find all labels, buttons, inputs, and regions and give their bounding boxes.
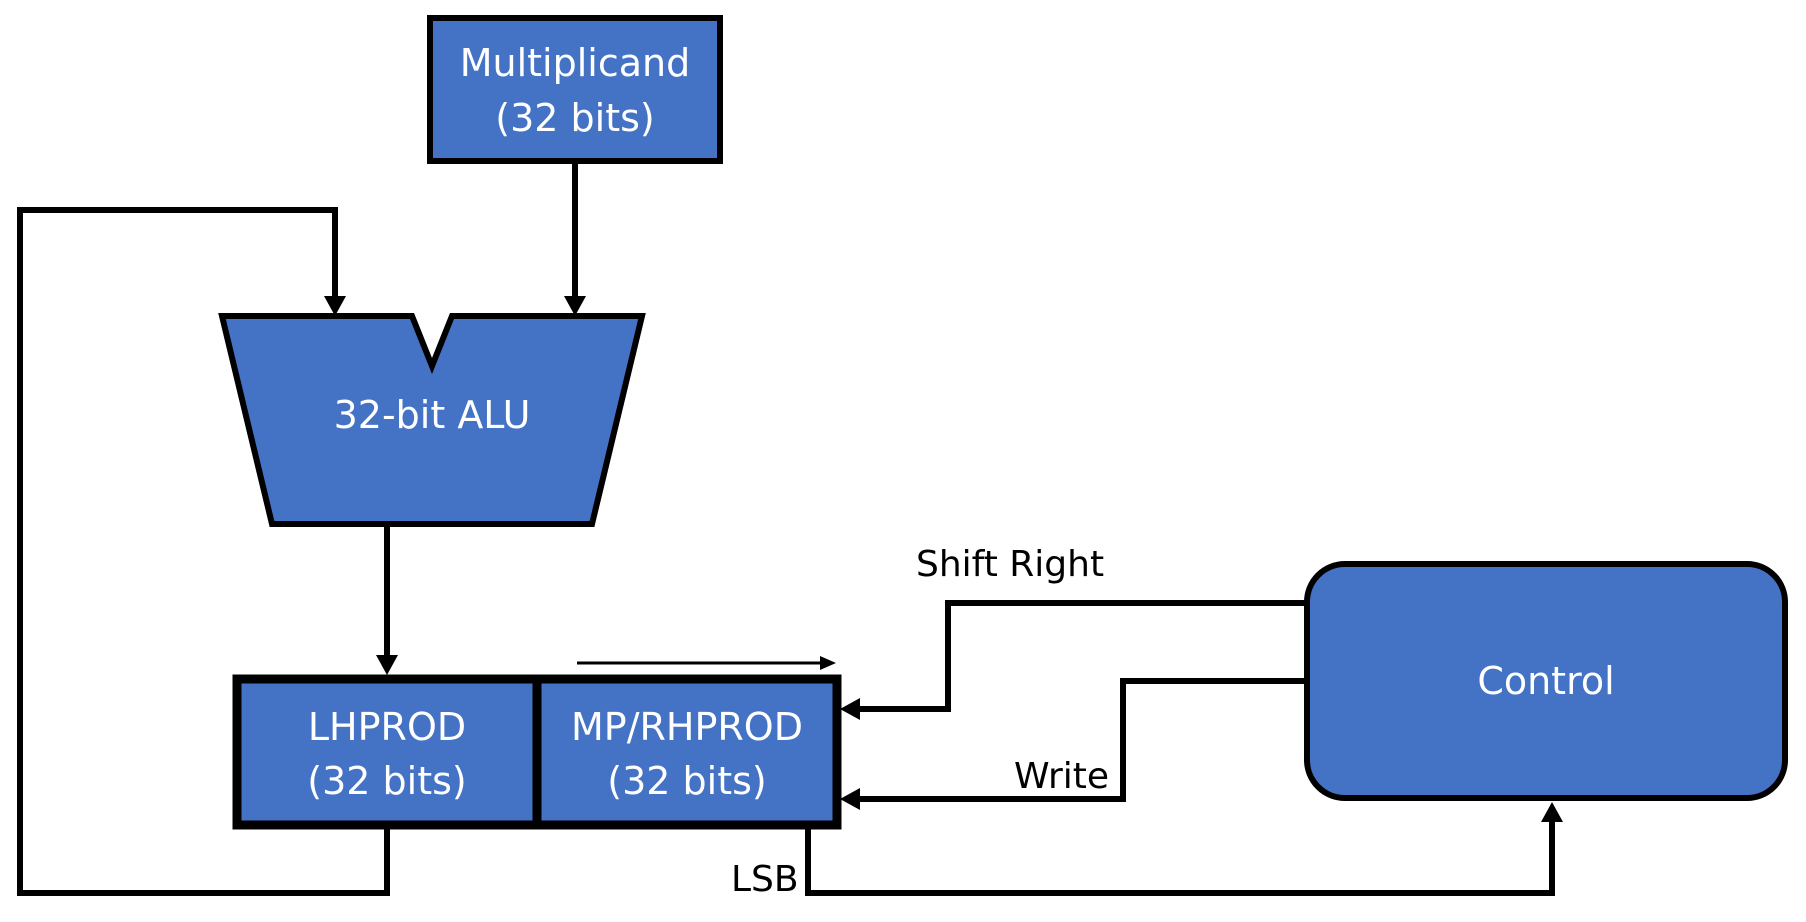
control-label: Control bbox=[1477, 659, 1614, 703]
shift-right-wire bbox=[840, 600, 1307, 720]
lhprod-label: LHPROD bbox=[308, 705, 466, 749]
shift-direction-arrow bbox=[577, 656, 836, 670]
mp-rhprod-width-label: (32 bits) bbox=[607, 759, 766, 803]
multiplicand-width-label: (32 bits) bbox=[495, 96, 654, 140]
lhprod-block: LHPROD (32 bits) bbox=[307, 705, 466, 803]
write-label: Write bbox=[1014, 756, 1109, 797]
alu-block: 32-bit ALU bbox=[218, 313, 646, 527]
multiplicand-label: Multiplicand bbox=[460, 41, 691, 85]
lhprod-width-label: (32 bits) bbox=[307, 759, 466, 803]
lhprod-feedback-wire bbox=[17, 207, 390, 896]
control-block: Control bbox=[1304, 561, 1788, 801]
alu-to-lhprod-wire bbox=[376, 524, 398, 675]
mp-rhprod-block: MP/RHPROD (32 bits) bbox=[571, 705, 803, 803]
alu-label: 32-bit ALU bbox=[334, 393, 531, 437]
lsb-label: LSB bbox=[731, 859, 799, 900]
multiplicand-to-alu-wire bbox=[564, 161, 586, 316]
lsb-wire bbox=[805, 802, 1563, 896]
product-register: LHPROD (32 bits) MP/RHPROD (32 bits) bbox=[232, 674, 842, 830]
shift-right-label: Shift Right bbox=[916, 544, 1104, 585]
multiplicand-block: Multiplicand (32 bits) bbox=[427, 15, 723, 164]
write-wire bbox=[840, 678, 1307, 810]
mp-rhprod-label: MP/RHPROD bbox=[571, 705, 803, 749]
